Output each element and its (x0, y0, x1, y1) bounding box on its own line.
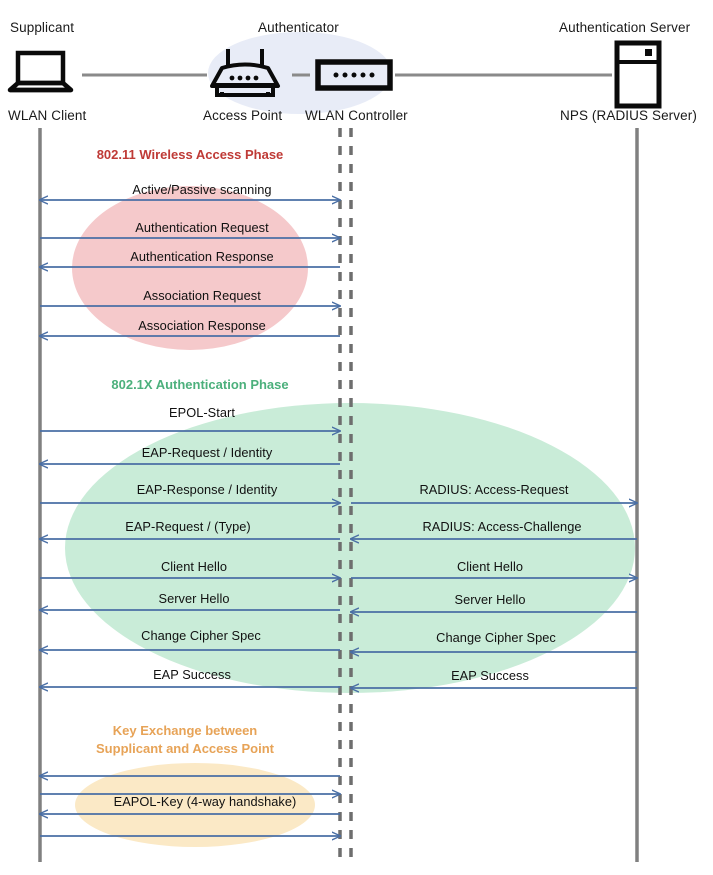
msg-label-radius-access-challenge: RADIUS: Access-Challenge (422, 519, 582, 534)
msg-label-eap-request-identity: EAP-Request / Identity (141, 445, 273, 460)
msg-label-server-hello-left: Server Hello (158, 591, 230, 606)
actor-device-wlan-client: WLAN Client (8, 108, 87, 123)
actor-device-nps-radius-server: NPS (RADIUS Server) (560, 108, 697, 123)
phase-key-exchange-ellipse (75, 763, 315, 847)
msg-label-authentication-request: Authentication Request (135, 220, 269, 235)
msg-label-association-request: Association Request (143, 288, 261, 303)
phase-title-80211: 802.11 Wireless Access Phase (96, 147, 284, 162)
msg-label-server-hello-right: Server Hello (454, 592, 526, 607)
phase-title-key-exchange-line2: Supplicant and Access Point (96, 741, 274, 756)
msg-label-change-cipher-spec-left: Change Cipher Spec (141, 628, 261, 643)
msg-label-eap-response-identity: EAP-Response / Identity (136, 482, 278, 497)
actor-role-auth-server: Authentication Server (559, 20, 691, 35)
phase-title-key-exchange-line1: Key Exchange between (112, 723, 258, 738)
message-arrows-right (351, 503, 637, 688)
actor-device-wlan-controller: WLAN Controller (305, 108, 408, 123)
msg-label-client-hello-right: Client Hello (456, 559, 524, 574)
actor-role-supplicant: Supplicant (10, 20, 75, 35)
msg-label-eap-request-type: EAP-Request / (Type) (125, 519, 251, 534)
network-switch-icon (315, 59, 393, 91)
wireless-router-icon (210, 49, 280, 97)
msg-label-radius-access-request: RADIUS: Access-Request (419, 482, 569, 497)
laptop-icon (7, 50, 74, 93)
actor-device-access-point: Access Point (203, 108, 283, 123)
msg-label-change-cipher-spec-right: Change Cipher Spec (436, 630, 556, 645)
actor-role-authenticator: Authenticator (258, 20, 339, 35)
phase-80211-ellipse (72, 186, 308, 350)
msg-label-eap-success-right: EAP Success (451, 668, 529, 683)
msg-label-authentication-response: Authentication Response (130, 249, 274, 264)
server-tower-icon (614, 40, 662, 109)
msg-label-eapol-key-handshake: EAPOL-Key (4-way handshake) (113, 794, 297, 809)
msg-label-epol-start: EPOL-Start (169, 405, 235, 420)
phase-title-8021x: 802.1X Authentication Phase (111, 377, 289, 392)
msg-label-eap-success-left: EAP Success (153, 667, 231, 682)
msg-label-active-passive-scanning: Active/Passive scanning (132, 182, 272, 197)
message-arrows-left (40, 200, 340, 836)
phase-title-key-exchange: Key Exchange between Supplicant and Acce… (75, 722, 295, 758)
msg-label-association-response: Association Response (138, 318, 266, 333)
msg-label-client-hello-left: Client Hello (160, 559, 228, 574)
